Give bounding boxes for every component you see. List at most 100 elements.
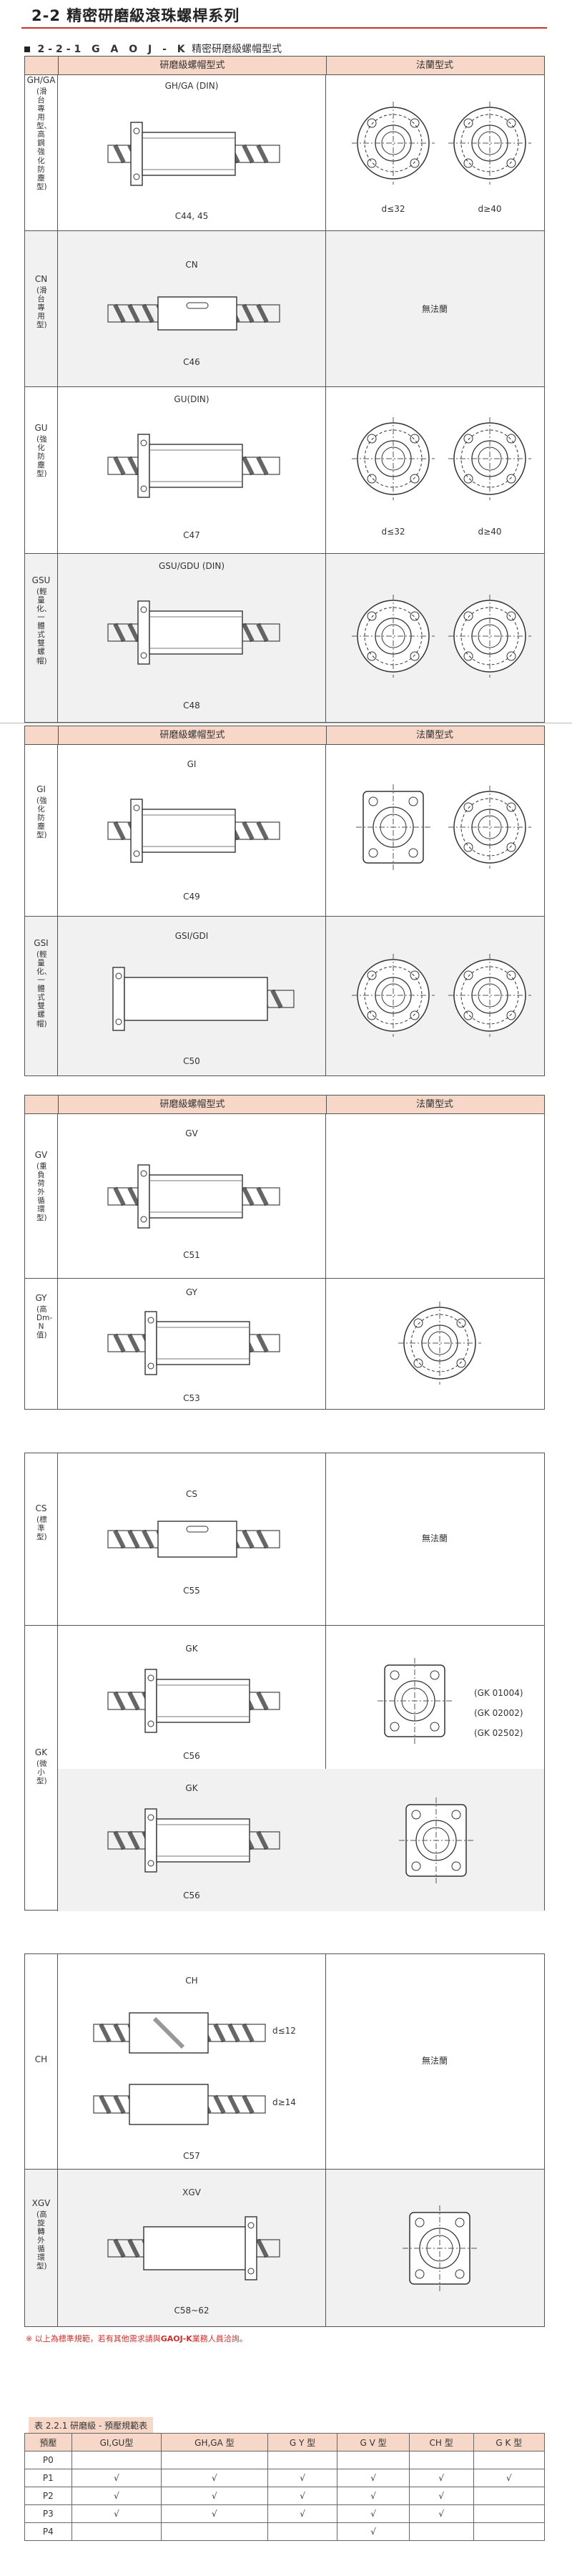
flange-drawing-cell: [325, 2170, 544, 2326]
flange-drawing: [377, 1657, 453, 1745]
ball-screw-drawing: [112, 967, 308, 1031]
row-code: GH/GA: [26, 75, 56, 85]
model-name: GU(DIN): [174, 394, 209, 404]
row-code: XGV: [31, 2198, 51, 2208]
flange-drawing-cell: [325, 745, 544, 916]
nut-drawing-cell: CN C46: [58, 231, 326, 386]
row-gi: GI (強化防塵型) GI C49: [25, 744, 544, 916]
table-cell: P0: [24, 2451, 72, 2469]
flange-size-label: d≥40: [478, 204, 502, 214]
ball-screw-drawing: [87, 122, 301, 186]
preload-table: 預壓 GI,GU型 GH,GA 型 G Y 型 G V 型 CH 型 G K 型…: [24, 2433, 546, 2541]
table-cell: √: [71, 2487, 162, 2505]
row-code: GSU: [31, 575, 51, 585]
flange-drawing-cell: [325, 1114, 544, 1278]
row-code: GSI: [34, 938, 49, 948]
ball-screw-drawing: [87, 2012, 272, 2125]
column-header: G Y 型: [267, 2433, 338, 2451]
table-cell: [267, 2522, 338, 2541]
table-row: P2 √ √ √ √ √: [24, 2487, 546, 2505]
table-row: P3 √ √ √ √ √: [24, 2504, 546, 2523]
bullet-square-icon: [24, 47, 30, 52]
row-description: (滑台專用型、高鋼強化防塵型): [36, 87, 51, 191]
row-description: (重負荷外循環型): [36, 1162, 47, 1223]
nut-drawing-cell: GSI/GDI C50: [58, 917, 326, 1075]
row-code: CS: [35, 1503, 47, 1513]
flange-size-label: d≤32: [381, 527, 405, 537]
row-code: GI: [36, 784, 46, 794]
row-label: GU (強化防塵型): [25, 387, 58, 553]
table-cell: [408, 2522, 474, 2541]
table-cell: √: [408, 2504, 474, 2523]
row-label: GI (強化防塵型): [25, 745, 58, 916]
page-title: 2-2 精密研磨級滾珠螺桿系列: [31, 7, 240, 24]
table-cell: [473, 2504, 546, 2523]
nut-drawing-cell: CH d≤12 d≥14 C57: [58, 1954, 326, 2169]
nut-drawing-cell: GI C49: [58, 745, 326, 916]
ball-screw-drawing: [87, 1164, 301, 1229]
nut-drawing-cell: GK C56: [58, 1626, 326, 1770]
model-name: GSI/GDI: [174, 931, 209, 941]
column-header: G V 型: [337, 2433, 410, 2451]
diameter-label: d≤12: [272, 2026, 296, 2036]
page-reference: C58~62: [174, 2306, 209, 2316]
row-description: (輕量化、一體式雙螺帽): [36, 950, 51, 1028]
row-description: (強化防塵型): [36, 435, 47, 479]
table-row: P4 √: [24, 2522, 546, 2541]
row-code: CN: [34, 274, 48, 284]
ball-screw-drawing: [87, 799, 301, 863]
model-name: XGV: [182, 2187, 201, 2197]
nut-type-table-1: 研磨級螺帽型式 法蘭型式 GH/GA (滑台專用型、高鋼強化防塵型) GH/GA…: [24, 56, 545, 723]
row-description: (滑台專用型): [36, 286, 47, 330]
table-row: P1 √ √ √ √ √ √: [24, 2469, 546, 2487]
flange-drawing-cell: 無法蘭: [325, 1453, 544, 1625]
row-description: (高Dm-N值): [36, 1305, 53, 1340]
flange-drawings: [351, 101, 532, 185]
row-label: XGV (高旋轉外循環型): [25, 2170, 58, 2326]
model-name: GI: [187, 759, 197, 769]
row-gv: GV (重負荷外循環型) GV C51: [25, 1113, 544, 1278]
flange-drawing-cell: (GK 01004) (GK 02002) (GK 02502): [325, 1626, 544, 1770]
ball-screw-drawing: [79, 2216, 308, 2280]
ball-screw-drawing: [87, 1669, 301, 1733]
flange-drawings: [351, 953, 532, 1038]
row-code: GU: [34, 423, 48, 433]
flange-drawing-cell: d≤32 d≥40: [325, 387, 544, 553]
row-gy: GY (高Dm-N值) GY C53: [25, 1278, 544, 1409]
flange-drawing: [402, 2205, 478, 2292]
column-header-nut-type: 研磨級螺帽型式: [58, 57, 327, 74]
table-cell: [473, 2487, 546, 2505]
flange-drawing-cell: [325, 1769, 544, 1911]
table-cell: [267, 2451, 338, 2469]
nut-type-table-4: CS (標準型) CS C55 無法蘭 GK (微小型) GK: [24, 1453, 545, 1911]
no-flange-text: 無法蘭: [421, 2056, 448, 2066]
table-cell: P2: [24, 2487, 72, 2505]
table-cell: [473, 2451, 546, 2469]
nut-drawing-cell: GK C56: [58, 1769, 326, 1911]
flange-drawing: [398, 1797, 474, 1884]
ball-screw-drawing: [87, 600, 301, 665]
page-reference: C57: [183, 2151, 200, 2161]
table-cell: [71, 2451, 162, 2469]
row-description: (輕量化、一體式雙螺帽): [36, 587, 51, 665]
row-code: GY: [35, 1293, 47, 1303]
nut-type-table-3: 研磨級螺帽型式 法蘭型式 GV (重負荷外循環型) GV C51 GY (高Dm…: [24, 1095, 545, 1410]
flange-size-label: d≥40: [478, 527, 502, 537]
model-name: GK: [185, 1783, 198, 1793]
row-label: GSU (輕量化、一體式雙螺帽): [25, 554, 58, 722]
table-cell: [408, 2451, 474, 2469]
ball-screw-drawing: [87, 434, 301, 498]
gk-model: (GK 01004): [474, 1688, 523, 1698]
page-reference: C56: [183, 1751, 200, 1761]
row-label: GSI (輕量化、一體式雙螺帽): [25, 917, 58, 1075]
flange-drawings: [351, 594, 532, 678]
flange-drawings: [351, 416, 532, 501]
nut-drawing-cell: XGV C58~62: [58, 2170, 326, 2326]
table-caption: 表 2.2.1 研磨級 - 預壓規範表: [29, 2417, 154, 2434]
table-row: P0: [24, 2451, 546, 2469]
footnote-text: ※ 以上為標準規範，若有其他需求請與: [26, 2334, 161, 2343]
page-reference: C48: [183, 701, 200, 711]
column-header-nut-type: 研磨級螺帽型式: [58, 1096, 327, 1113]
row-label: CS (標準型): [25, 1453, 58, 1625]
nut-drawing-cell: GV C51: [58, 1114, 326, 1278]
